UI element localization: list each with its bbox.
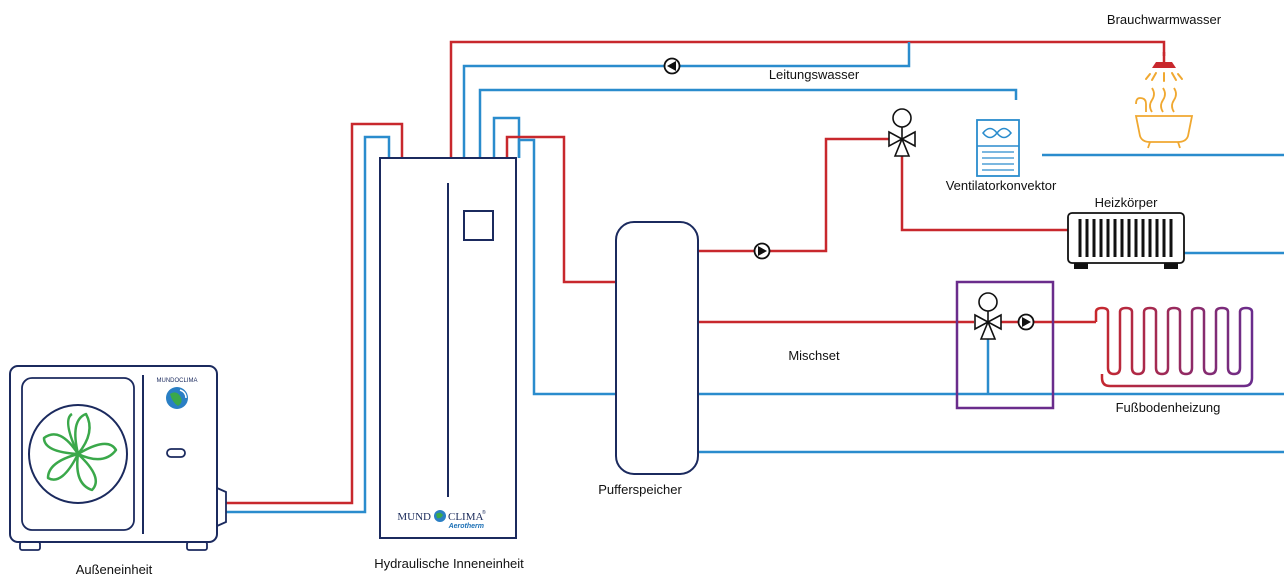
dhw-return-pipe xyxy=(478,88,1018,158)
three-way-valve-icon xyxy=(888,108,916,157)
fan-coil-label: Ventilatorkonvektor xyxy=(946,178,1057,193)
fan-coil-icon xyxy=(976,119,1020,177)
brand-name-left: MUND xyxy=(397,511,431,523)
supply-pipe-outdoor xyxy=(226,122,404,505)
mixing-set-box xyxy=(955,280,1055,410)
fan-grille xyxy=(28,404,128,504)
mixing-valve-icon xyxy=(974,292,1002,340)
fancoil-supply-pipe xyxy=(698,137,889,253)
underfloor-heating-coil xyxy=(1094,306,1254,388)
handle-icon xyxy=(166,448,186,458)
radiator-icon xyxy=(1067,212,1185,269)
domestic-hot-water-label: Brauchwarmwasser xyxy=(1107,12,1222,27)
pump-icon-heating xyxy=(753,242,771,260)
buffer-tank xyxy=(615,221,699,475)
indoor-unit-label: Hydraulische Inneneinheit xyxy=(374,556,524,571)
mundoclima-logo-icon: MUNDOCLIMA xyxy=(156,378,198,409)
logo-arc-text: MUNDOCLIMA xyxy=(156,378,197,384)
buffer-tank-label: Pufferspeicher xyxy=(598,482,682,497)
fan-icon xyxy=(42,412,118,492)
tap-water-pipe xyxy=(462,42,911,158)
brand-trademark: ® xyxy=(482,509,486,516)
radiator-label: Heizkörper xyxy=(1095,195,1159,210)
underfloor-heating-label: Fußbodenheizung xyxy=(1116,400,1221,415)
outdoor-unit-label: Außeneinheit xyxy=(76,562,153,577)
indoor-unit: MUND CLIMA ® Aerotherm xyxy=(379,157,517,539)
shower-bath-icon xyxy=(1134,52,1194,149)
tap-water-label: Leitungswasser xyxy=(769,67,860,82)
buffer-supply-pipe xyxy=(505,135,616,284)
radiator-supply-pipe xyxy=(900,148,1070,232)
dhw-pipe xyxy=(449,40,1166,158)
outdoor-unit: MUNDOCLIMA xyxy=(9,365,227,551)
mixing-set-label: Mischset xyxy=(788,348,840,363)
indoor-brand-logo: MUND CLIMA ® Aerotherm xyxy=(397,509,486,530)
return-pipe-outdoor xyxy=(226,135,391,514)
brand-name-right: CLIMA xyxy=(448,511,484,523)
control-panel xyxy=(463,210,494,241)
pump-icon-underfloor xyxy=(1017,313,1035,331)
pump-icon-tap-water xyxy=(663,57,681,75)
buffer-return-pipe xyxy=(517,138,616,396)
brand-subline: Aerotherm xyxy=(448,523,484,530)
